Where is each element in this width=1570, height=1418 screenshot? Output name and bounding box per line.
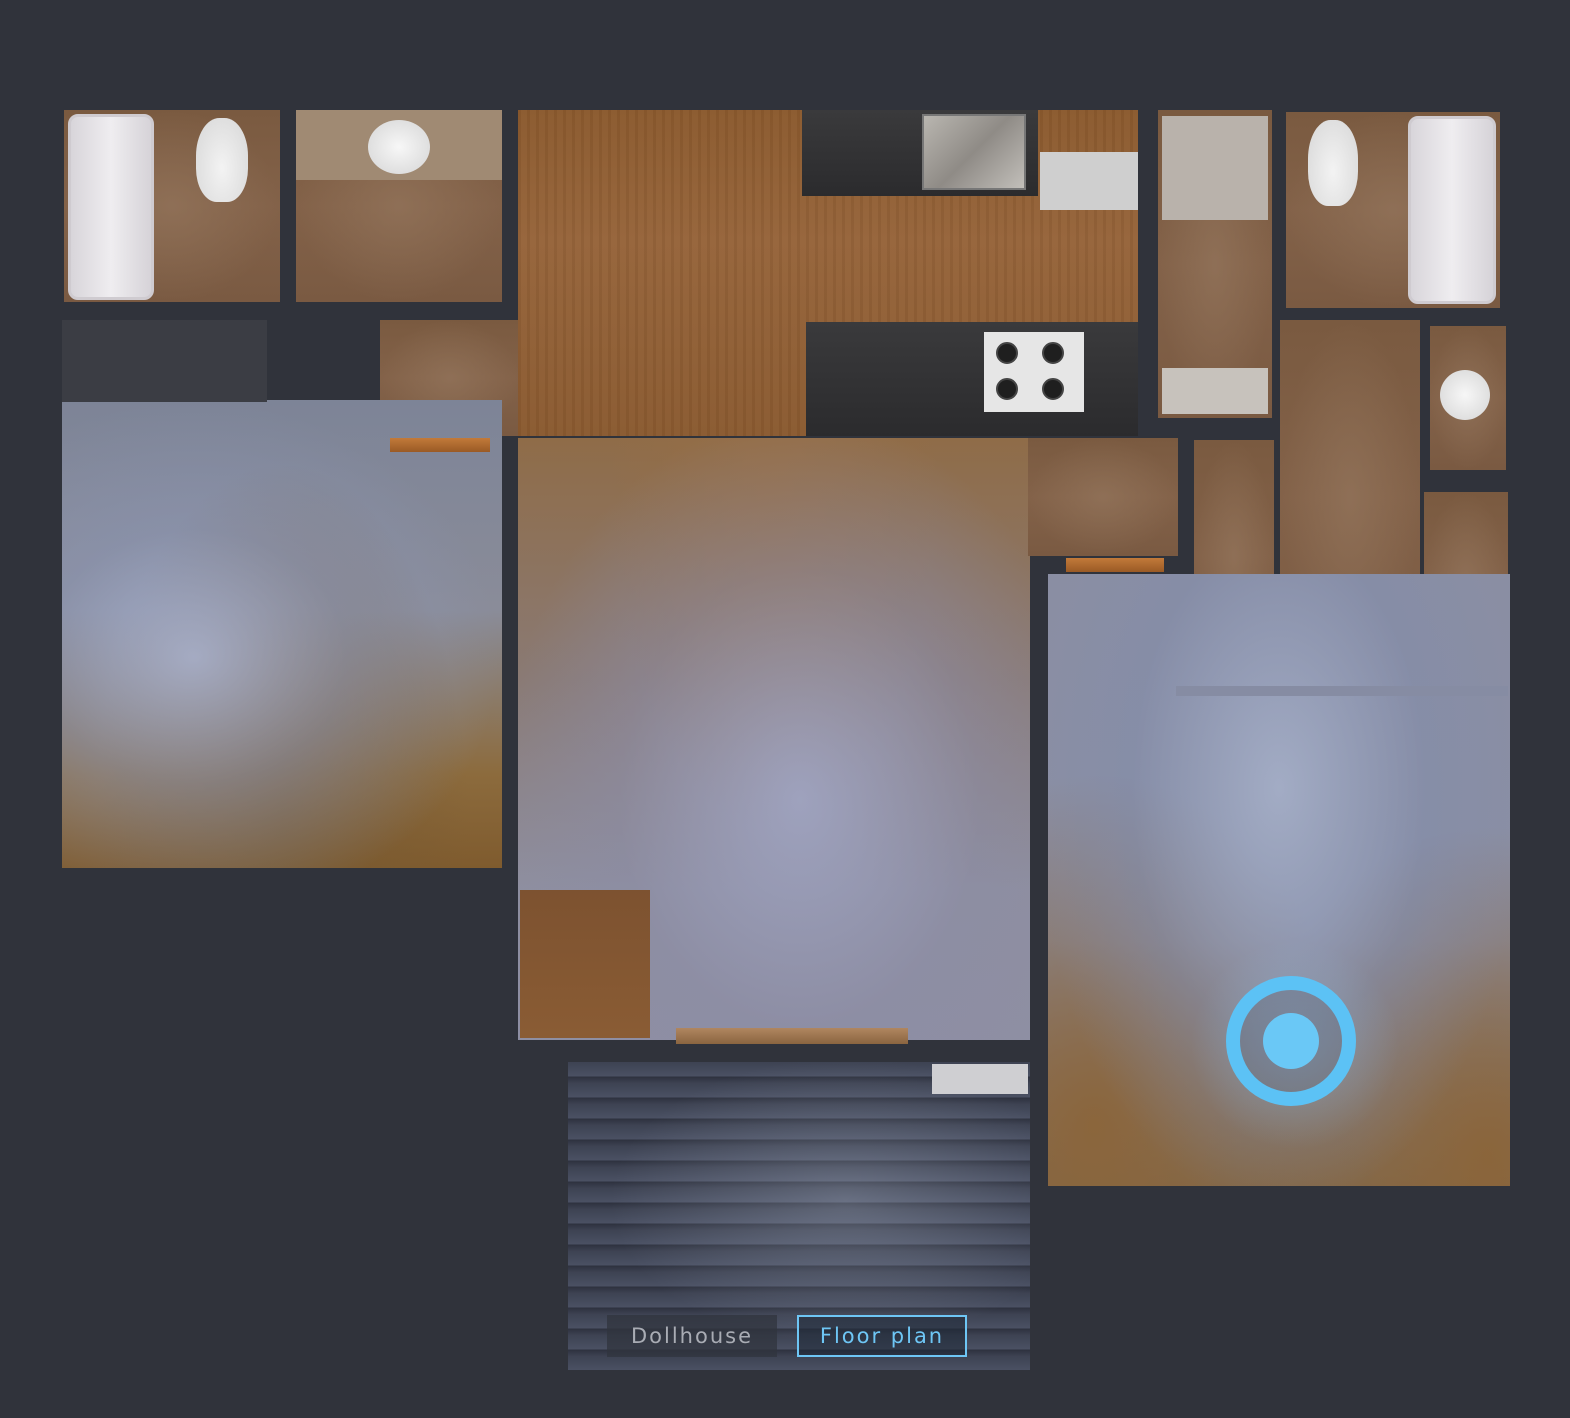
burner-icon	[1042, 378, 1064, 400]
kitchen-sink	[922, 114, 1026, 190]
doorway-bedroom-left	[390, 438, 490, 452]
burner-icon	[1042, 342, 1064, 364]
toilet-left	[196, 118, 248, 202]
entry-wood-floor	[520, 890, 650, 1038]
living-room[interactable]	[518, 438, 1030, 1040]
dining-nook[interactable]	[1028, 438, 1178, 556]
front-door-threshold	[676, 1028, 908, 1044]
counter-appliance	[1040, 152, 1138, 210]
burner-icon	[996, 378, 1018, 400]
bedroom-right-upper	[1176, 686, 1508, 696]
pantry-shelf	[1162, 116, 1268, 220]
bathtub-right	[1408, 116, 1496, 304]
bathroom-right[interactable]	[1286, 112, 1500, 308]
location-target-icon[interactable]	[1226, 976, 1356, 1106]
water-heater-icon	[1440, 370, 1490, 420]
pantry[interactable]	[1158, 110, 1272, 418]
burner-icon	[996, 342, 1018, 364]
floor-plan-button[interactable]: Floor plan	[797, 1315, 967, 1357]
kitchen-counter-bottom	[806, 322, 1138, 436]
doorway-bedroom-right	[1066, 558, 1164, 572]
stove	[984, 332, 1084, 412]
location-dot	[1263, 1013, 1319, 1069]
bathroom-left[interactable]	[64, 110, 280, 302]
vanity-room[interactable]	[296, 110, 502, 302]
dollhouse-button[interactable]: Dollhouse	[607, 1315, 777, 1357]
porch-fixture	[932, 1064, 1028, 1094]
utility-room[interactable]	[1430, 326, 1506, 470]
closet-left	[62, 320, 267, 402]
bedroom-left[interactable]	[62, 400, 502, 868]
kitchen[interactable]	[518, 110, 1138, 436]
sink-icon	[368, 120, 430, 174]
toilet-right	[1308, 120, 1358, 206]
bathtub-left	[68, 114, 154, 300]
pantry-shelf-bottom	[1162, 368, 1268, 414]
